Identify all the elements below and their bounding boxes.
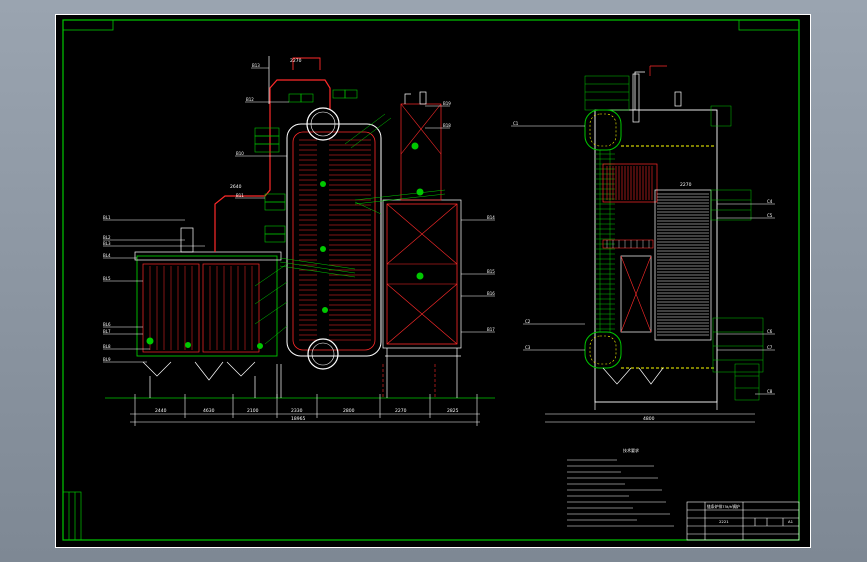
- svg-text:B15: B15: [487, 269, 495, 274]
- dim-5: 2800: [343, 408, 355, 414]
- svg-text:B12: B12: [246, 97, 254, 102]
- svg-text:C4: C4: [767, 199, 773, 204]
- svg-text:B11: B11: [236, 193, 244, 198]
- tech-notes-title: 技术要求: [623, 447, 639, 453]
- svg-text:BL9: BL9: [103, 357, 111, 362]
- svg-text:C6: C6: [767, 329, 773, 334]
- boiler-drawing: 2440 4630 2100 2330 2800 2270 2825 18965…: [55, 14, 811, 548]
- inner-frame: [62, 19, 800, 541]
- revision-strip: [62, 491, 82, 541]
- svg-text:BL7: BL7: [103, 329, 111, 334]
- svg-text:C3: C3: [525, 345, 531, 350]
- svg-text:B14: B14: [487, 215, 495, 220]
- svg-text:BL4: BL4: [103, 253, 111, 258]
- left-elevation: 2440 4630 2100 2330 2800 2270 2825 18965…: [103, 56, 495, 426]
- tech-notes: 技术要求: [623, 447, 639, 453]
- title-subno: 2221: [719, 519, 729, 524]
- right-dim-top: 2270: [680, 182, 692, 188]
- svg-text:B19: B19: [443, 101, 451, 106]
- outer-frame: [55, 14, 811, 548]
- drawing-sheet[interactable]: 2440 4630 2100 2330 2800 2270 2825 18965…: [55, 14, 811, 548]
- dim-total: 18965: [291, 416, 305, 422]
- dim-2: 4630: [203, 408, 215, 414]
- svg-text:BL8: BL8: [103, 344, 111, 349]
- title-text: 链条炉排75t/h锅炉: [707, 504, 740, 509]
- svg-text:C7: C7: [767, 345, 773, 350]
- dim-3: 2100: [247, 408, 259, 414]
- svg-text:B17: B17: [487, 327, 495, 332]
- svg-text:B16: B16: [487, 291, 495, 296]
- svg-text:B13: B13: [252, 63, 260, 68]
- right-dim-bottom: 4800: [643, 416, 655, 422]
- svg-text:C8: C8: [767, 389, 773, 394]
- svg-text:C5: C5: [767, 213, 773, 218]
- svg-text:B10: B10: [236, 151, 244, 156]
- svg-text:C1: C1: [513, 121, 519, 126]
- svg-text:BL2: BL2: [103, 235, 111, 240]
- dim-4: 2330: [291, 408, 303, 414]
- dim-1: 2440: [155, 408, 167, 414]
- svg-text:C2: C2: [525, 319, 531, 324]
- dim-top: 2270: [290, 58, 302, 64]
- svg-text:BL1: BL1: [103, 215, 111, 220]
- svg-text:B18: B18: [443, 123, 451, 128]
- dim-7: 2825: [447, 408, 459, 414]
- svg-text:BL6: BL6: [103, 322, 111, 327]
- dim-mid: 2640: [230, 184, 242, 190]
- svg-text:BL3: BL3: [103, 241, 111, 246]
- title-sheet: A1: [788, 519, 794, 524]
- svg-text:BL5: BL5: [103, 276, 111, 281]
- dim-6: 2270: [395, 408, 407, 414]
- right-elevation: 4800 2270: [511, 65, 775, 423]
- title-block: [686, 501, 800, 541]
